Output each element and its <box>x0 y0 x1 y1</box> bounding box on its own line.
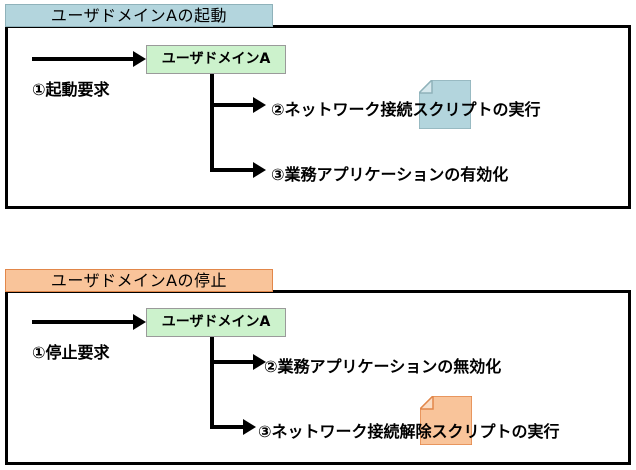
request-label-stop: ①停止要求 <box>32 343 110 362</box>
branch-arrow-head-start-2 <box>253 162 266 178</box>
step-label-start-2: ③業務アプリケーションの有効化 <box>271 165 509 184</box>
request-arrow-shaft-stop <box>32 320 134 324</box>
branch-arrow-head-stop-2 <box>243 419 256 435</box>
diagram-panel-start <box>5 25 631 209</box>
domain-box-stop: ユーザドメインA <box>146 308 286 337</box>
panel-title-start: ユーザドメインAの起動 <box>5 4 273 27</box>
branch-line-stop-2 <box>210 425 244 429</box>
branch-line-stop-1 <box>210 360 254 364</box>
script-document-icon-stop <box>420 396 472 445</box>
step-label-stop-1: ②業務アプリケーションの無効化 <box>264 357 502 376</box>
diagram-panel-stop <box>5 290 631 465</box>
request-arrow-shaft-start <box>32 57 134 61</box>
request-label-start: ①起動要求 <box>32 80 110 99</box>
panel-title-stop: ユーザドメインAの停止 <box>5 269 273 292</box>
branch-line-start-2 <box>210 168 254 172</box>
script-document-icon-start <box>419 80 471 129</box>
step-label-stop-2: ③ネットワーク接続解除スクリプトの実行 <box>258 422 560 441</box>
branch-line-start-1 <box>210 103 254 107</box>
branch-trunk-stop <box>210 337 214 429</box>
branch-trunk-start <box>210 73 214 172</box>
request-arrow-head-start <box>133 51 146 67</box>
branch-arrow-head-start-1 <box>253 97 266 113</box>
request-arrow-head-stop <box>133 314 146 330</box>
branch-arrow-head-stop-1 <box>253 354 266 370</box>
domain-box-start: ユーザドメインA <box>146 45 286 74</box>
step-label-start-1: ②ネットワーク接続スクリプトの実行 <box>271 100 541 119</box>
